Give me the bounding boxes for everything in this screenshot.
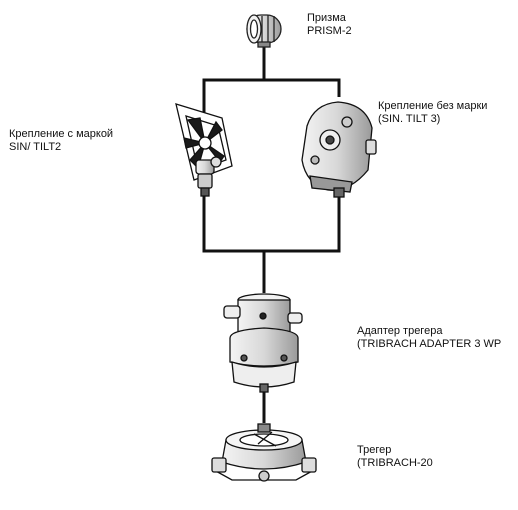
holder-with-target-label: Крепление с маркой SIN/ TILT2: [9, 128, 113, 154]
tribrach-label-ru: Трегер: [357, 444, 433, 457]
tribrach-image: [212, 424, 316, 481]
tribrach-label-en: (TRIBRACH-20: [357, 457, 433, 470]
tribrach-adapter-image: [224, 294, 302, 392]
prism-label-ru: Призма: [307, 12, 352, 25]
tribrach-label: Трегер (TRIBRACH-20: [357, 444, 433, 470]
tribrach-adapter-label: Адаптер трегера (TRIBRACH ADAPTER 3 WP: [357, 325, 501, 351]
tribrach-adapter-label-en: (TRIBRACH ADAPTER 3 WP: [357, 338, 501, 351]
holder-without-target-label: Крепление без марки (SIN. TILT 3): [378, 100, 487, 126]
holder-with-target-image: [176, 104, 232, 196]
tribrach-adapter-label-ru: Адаптер трегера: [357, 325, 501, 338]
holder-without-target-label-ru: Крепление без марки: [378, 100, 487, 113]
prism-label: Призма PRISM-2: [307, 12, 352, 38]
prism-label-en: PRISM-2: [307, 25, 352, 38]
holder-with-target-label-ru: Крепление с маркой: [9, 128, 113, 141]
holder-without-target-image: [302, 102, 376, 197]
holder-with-target-label-en: SIN/ TILT2: [9, 141, 113, 154]
holder-without-target-label-en: (SIN. TILT 3): [378, 113, 487, 126]
prism-image: [247, 15, 281, 47]
